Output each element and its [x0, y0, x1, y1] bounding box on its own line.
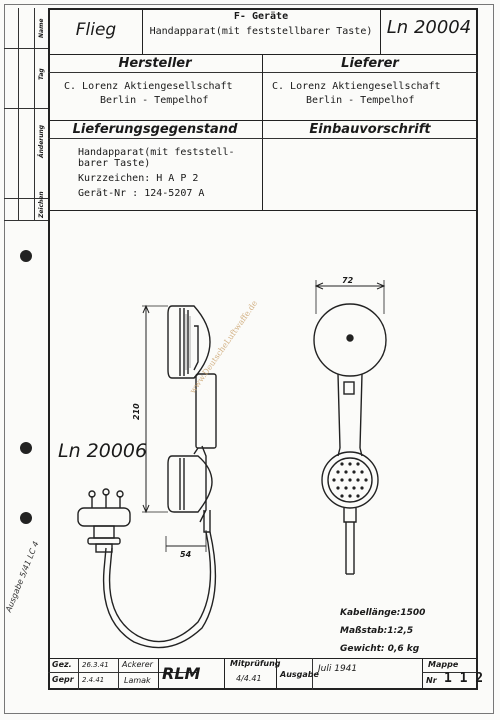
note-scale: Maßstab:1:2,5: [340, 626, 414, 636]
gepr-date: 2.4.41: [82, 676, 105, 684]
type-prefix: F- Geräte: [233, 11, 289, 22]
dimension-height-label: 210: [132, 403, 141, 420]
side-label-zeichen: Zeichen: [38, 191, 45, 218]
delivery-line-2: barer Taste): [78, 158, 151, 169]
item-name: Handapparat(mit feststellbarer Taste): [149, 26, 373, 37]
delivery-heading: Lieferungsgegenstand: [72, 122, 238, 137]
supplier-heading: Lieferer: [341, 56, 399, 71]
mappe-number: 1 1 2: [444, 671, 484, 686]
side-label-name: Name: [38, 18, 45, 38]
delivery-line-1: Handapparat(mit feststell-: [78, 147, 235, 158]
plug: [77, 488, 131, 553]
org-label: RLM: [162, 664, 201, 683]
gez-label: Gez.: [52, 660, 72, 669]
gepr-label: Gepr: [52, 675, 74, 684]
mitpruefung-signature: 4/4.41: [236, 674, 262, 683]
manufacturer-heading: Hersteller: [118, 56, 192, 71]
delivery-line-3: Kurzzeichen: H A P 2: [78, 173, 199, 184]
microphone-grille: [332, 462, 368, 498]
side-label-aenderung: Änderung: [38, 124, 45, 158]
dimension-plug: [165, 530, 207, 552]
binder-hole-bottom: [20, 512, 32, 524]
dimension-width-label: 72: [342, 276, 354, 285]
title-block: [48, 658, 478, 690]
delivery-line-4: Gerät-Nr : 124-5207 A: [78, 188, 205, 199]
note-weight: Gewicht: 0,6 kg: [340, 644, 420, 654]
binder-hole-top: [20, 250, 32, 262]
gez-signature: Ackerer: [122, 660, 153, 669]
side-label-tag: Tag: [38, 68, 45, 80]
drawing-frame: [48, 8, 478, 690]
earpiece-hatching: [185, 314, 191, 370]
document-sheet: [4, 4, 494, 714]
manufacturer-line-2: Berlin - Tempelhof: [100, 95, 209, 106]
category-label: Flieg: [75, 20, 117, 40]
dimension-plug-label: 54: [180, 550, 192, 559]
reference-number: Ln 20006: [58, 440, 148, 462]
mappe-label: Mappe: [428, 660, 459, 669]
gepr-signature: Lamak: [124, 676, 151, 685]
mitpruefung-label: Mitprüfung: [230, 659, 281, 668]
revision-strip: Name Tag Änderung Zeichen: [4, 8, 48, 221]
installation-heading: Einbauvorschrift: [309, 122, 431, 137]
technical-drawing: [77, 280, 387, 649]
gez-date: 26.3.41: [82, 661, 109, 669]
dimension-height: [142, 304, 168, 514]
ausgabe-value: Juli 1941: [318, 664, 358, 674]
document-number: Ln 20004: [386, 17, 472, 38]
note-cable-length: Kabellänge:1500: [340, 608, 426, 618]
binder-hole-middle: [20, 442, 32, 454]
handset-front-view: [313, 280, 387, 575]
supplier-line-1: C. Lorenz Aktiengesellschaft: [272, 81, 441, 92]
manufacturer-line-1: C. Lorenz Aktiengesellschaft: [64, 81, 233, 92]
ausgabe-label: Ausgabe: [280, 670, 319, 679]
handset-side-view: [102, 305, 217, 649]
supplier-line-2: Berlin - Tempelhof: [306, 95, 415, 106]
mappe-nr-label: Nr: [426, 676, 437, 685]
